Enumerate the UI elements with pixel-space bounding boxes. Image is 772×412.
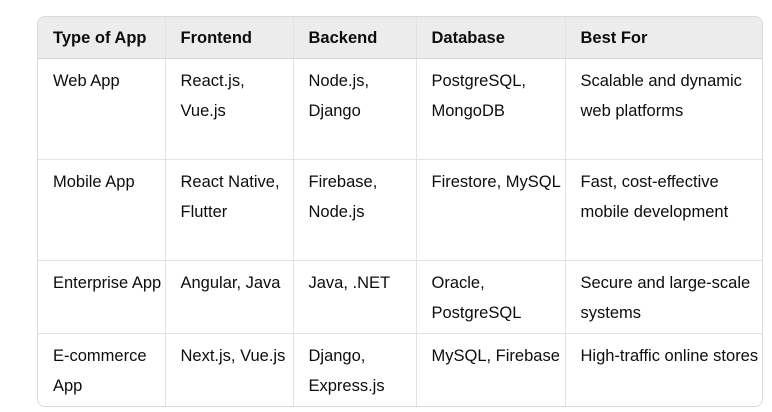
cell-database: Firestore, MySQL (416, 159, 566, 261)
table-row: Mobile App React Native, Flutter Firebas… (38, 159, 762, 261)
cell-best-for: Secure and large-scale systems (565, 260, 762, 334)
header-type-of-app: Type of App (38, 17, 166, 59)
cell-backend: Django, Express.js (293, 333, 417, 406)
table-row: E-commerce App Next.js, Vue.js Django, E… (38, 333, 762, 406)
table-header: Type of App Frontend Backend Database Be… (38, 17, 762, 59)
cell-database: Oracle, PostgreSQL (416, 260, 566, 334)
header-best-for: Best For (565, 17, 762, 59)
table-row: Enterprise App Angular, Java Java, .NET … (38, 260, 762, 334)
cell-best-for: Fast, cost-effective mobile development (565, 159, 762, 261)
header-frontend: Frontend (165, 17, 294, 59)
cell-best-for: Scalable and dynamic web platforms (565, 58, 762, 160)
app-stack-table: Type of App Frontend Backend Database Be… (38, 17, 762, 406)
cell-frontend: React Native, Flutter (165, 159, 294, 261)
cell-frontend: Angular, Java (165, 260, 294, 334)
cell-backend: Node.js, Django (293, 58, 417, 160)
cell-database: PostgreSQL, MongoDB (416, 58, 566, 160)
cell-database: MySQL, Firebase (416, 333, 566, 406)
table-row: Web App React.js, Vue.js Node.js, Django… (38, 58, 762, 160)
cell-type: Enterprise App (38, 260, 166, 334)
cell-backend: Java, .NET (293, 260, 417, 334)
cell-frontend: Next.js, Vue.js (165, 333, 294, 406)
header-backend: Backend (293, 17, 417, 59)
cell-frontend: React.js, Vue.js (165, 58, 294, 160)
comparison-table-container: Type of App Frontend Backend Database Be… (37, 16, 763, 407)
header-database: Database (416, 17, 566, 59)
table-body: Web App React.js, Vue.js Node.js, Django… (38, 58, 762, 406)
cell-backend: Firebase, Node.js (293, 159, 417, 261)
cell-best-for: High-traffic online stores (580, 347, 759, 365)
header-row: Type of App Frontend Backend Database Be… (38, 17, 762, 59)
cell-type: Mobile App (38, 159, 166, 261)
cell-type: E-commerce App (38, 333, 166, 406)
cell-type: Web App (38, 58, 166, 160)
